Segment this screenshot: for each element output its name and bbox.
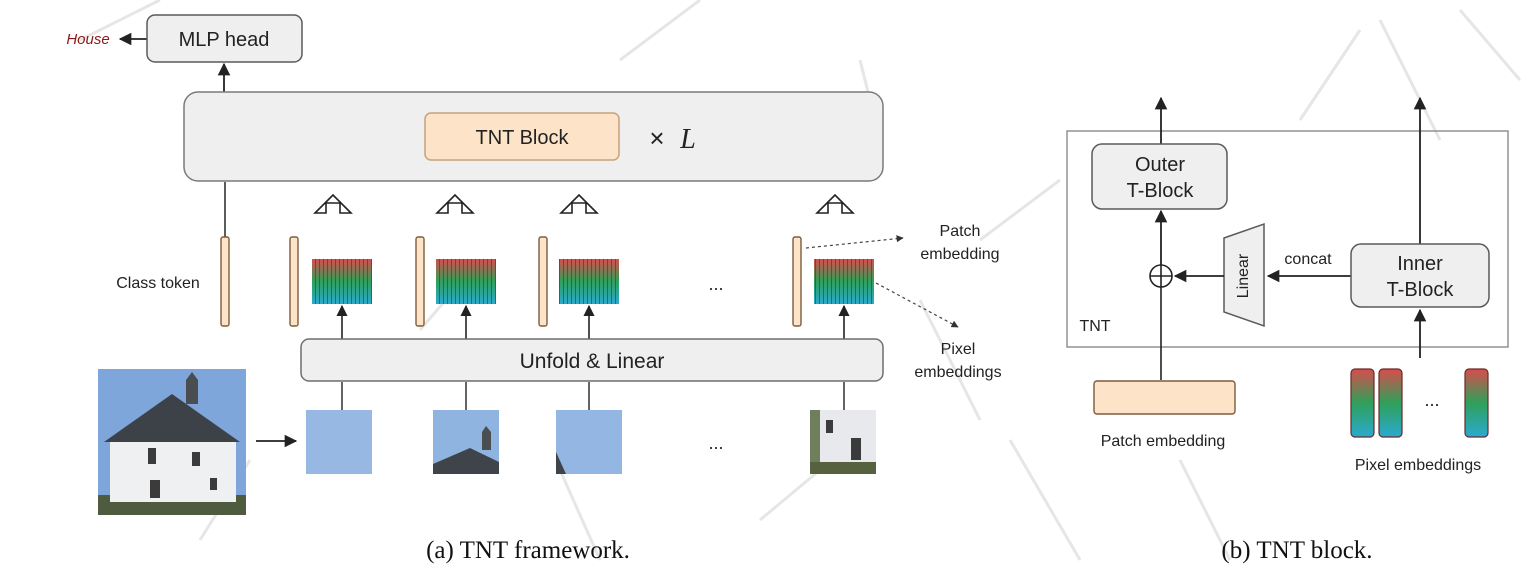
pixel-embedding-grid-1 [312, 259, 372, 304]
pixel-embeddings-pointer [875, 282, 959, 328]
patch-token-bar-2 [415, 236, 425, 327]
embedding-ellipsis: ... [708, 274, 723, 294]
image-patch-3 [556, 410, 622, 474]
tnt-enclosure-label: TNT [1079, 318, 1110, 335]
caption-a: (a) TNT framework. [426, 537, 630, 564]
linear-label: Linear [1235, 253, 1252, 298]
unfold-linear-label: Unfold & Linear [520, 350, 665, 373]
inner-t-block [1350, 243, 1490, 308]
pixel-embeddings-annotation-line2: embeddings [914, 364, 1001, 381]
pixel-embeddings-label-b: Pixel embeddings [1355, 457, 1481, 474]
patch-embedding-label-b: Patch embedding [1101, 433, 1226, 450]
tnt-block-label: TNT Block [476, 127, 570, 149]
hollow-up-arrow-2 [435, 193, 475, 214]
class-token-bar [220, 236, 230, 327]
patch-embedding-pointer [805, 235, 904, 249]
outer-t-block [1091, 143, 1228, 210]
tnt-block-box [424, 112, 620, 161]
patch-to-unfold-lines [341, 382, 845, 410]
pixel-embedding-grid-3 [559, 259, 619, 304]
patch-embedding-bar-b [1093, 380, 1236, 415]
class-token-label: Class token [116, 275, 200, 292]
patch-token-bar-1 [289, 236, 299, 327]
image-patches [306, 410, 876, 474]
patch-embedding-annotation-line2: embedding [920, 246, 999, 263]
caption-b: (b) TNT block. [1221, 537, 1372, 564]
pixel-embeddings-annotation-line1: Pixel [941, 341, 976, 358]
tnt-enclosure [1066, 130, 1509, 348]
pixel-embedding-grids [312, 259, 874, 304]
pixel-embedding-grid-4 [814, 259, 874, 304]
image-patch-4 [810, 410, 876, 474]
image-patch-1 [306, 410, 372, 474]
patch-token-bar-4 [792, 236, 802, 327]
pixel-bars-ellipsis: ... [1424, 390, 1439, 410]
patch-embedding-annotation-line1: Patch [940, 223, 981, 240]
linear-projection [1223, 222, 1265, 328]
figure-a: House MLP head TNT Block × L Class token [66, 14, 1002, 564]
figure-b: TNT Outer T-Block Patch embedding Linear… [1066, 96, 1509, 564]
hollow-up-arrow-4 [815, 193, 855, 214]
patch-token-bars [289, 236, 802, 327]
pixel-embedding-bar-2 [1378, 368, 1403, 438]
inner-t-block-line1: Inner [1397, 253, 1443, 275]
pixel-embedding-bar-3 [1464, 368, 1489, 438]
repeat-count-var: L [679, 124, 696, 155]
mlp-head-box [146, 14, 303, 63]
outer-t-block-line1: Outer [1135, 154, 1185, 176]
mlp-head-label: MLP head [179, 29, 270, 51]
patch-ellipsis: ... [708, 433, 723, 453]
pixel-embedding-grid-2 [436, 259, 496, 304]
input-image [98, 369, 246, 515]
patch-token-bar-3 [538, 236, 548, 327]
hollow-up-arrow-3 [559, 193, 599, 214]
pixel-embedding-bar-1 [1350, 368, 1375, 438]
outer-t-block-line2: T-Block [1127, 180, 1195, 202]
repeat-times-symbol: × [649, 123, 664, 153]
unfold-linear-box [300, 338, 884, 382]
unfold-output-arrows [336, 304, 850, 339]
concat-label: concat [1284, 251, 1332, 268]
hollow-up-arrows [313, 193, 855, 214]
output-label: House [66, 31, 109, 48]
pixel-embedding-bars-b [1350, 368, 1489, 438]
hollow-up-arrow-1 [313, 193, 353, 214]
inner-t-block-line2: T-Block [1387, 279, 1455, 301]
image-patch-2 [433, 410, 499, 474]
